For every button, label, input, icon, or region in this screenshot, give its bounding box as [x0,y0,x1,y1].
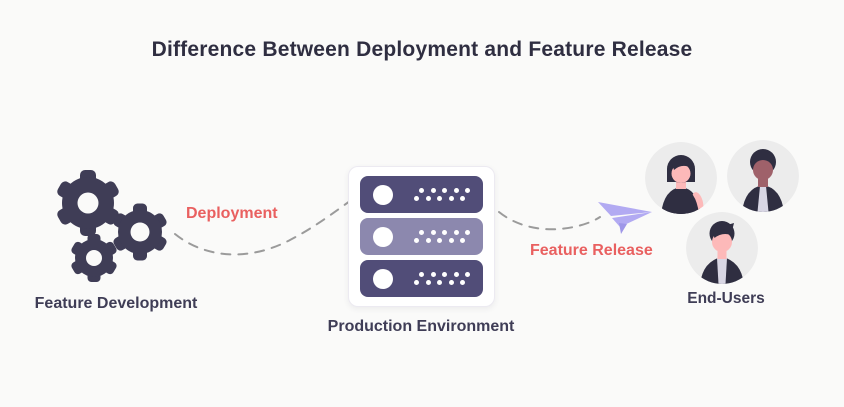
server-unit-top [360,176,483,213]
server-led [373,268,393,289]
user-avatar-woman [645,142,717,214]
user-avatar-man-right [727,140,799,212]
server-vents [414,230,470,243]
page-title: Difference Between Deployment and Featur… [151,38,693,61]
server-vents [414,188,470,201]
gear-large [57,170,119,236]
server-unit-middle [360,218,483,255]
server-stack-icon [348,166,495,307]
server-led [373,226,393,247]
server-vents [414,272,470,285]
server-unit-bottom [360,260,483,297]
gear-small [71,234,117,282]
edge-feature-release-path [498,211,601,231]
edge-label-feature-release: Feature Release [530,242,653,259]
edge-label-deployment: Deployment [186,205,278,222]
gears-icon [57,170,167,282]
node-label-end-users: End-Users [687,290,765,307]
gear-medium [113,203,167,261]
paper-plane-icon [598,202,652,234]
node-label-feature-development: Feature Development [34,295,198,312]
server-led [373,184,393,205]
node-label-production-environment: Production Environment [327,318,515,335]
user-avatar-man-bottom [686,212,758,284]
